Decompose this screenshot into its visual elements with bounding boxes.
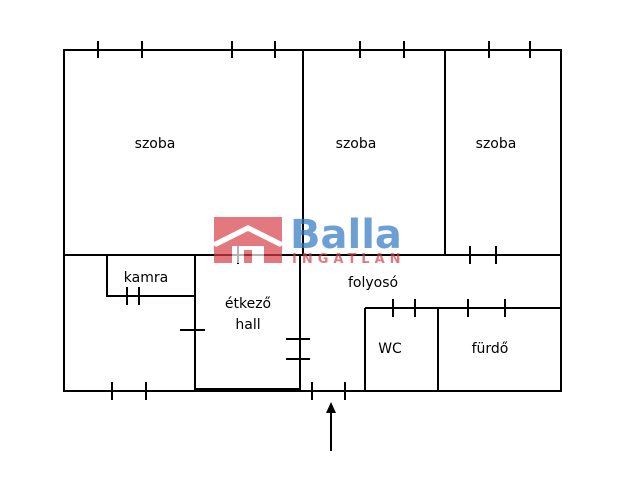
room-szoba-1-label: szoba xyxy=(135,136,176,152)
watermark-tagline: INGATLAN xyxy=(292,252,406,267)
room-labels: szoba szoba szoba kamra étkező hall foly… xyxy=(124,136,517,357)
room-szoba-2-label: szoba xyxy=(336,136,377,152)
opening-marks xyxy=(97,41,531,400)
room-folyoso-label: folyosó xyxy=(348,275,398,291)
watermark-brand: Balla xyxy=(290,212,402,258)
room-kamra-label: kamra xyxy=(124,270,168,286)
wall-kamra xyxy=(106,255,195,297)
room-hall-label: hall xyxy=(235,317,260,333)
room-etkezo-label: étkező xyxy=(225,296,271,312)
room-wc-label: WC xyxy=(378,341,402,357)
arrow-up-icon xyxy=(326,402,336,451)
room-furdo-label: fürdő xyxy=(472,341,509,357)
room-szoba-3-label: szoba xyxy=(476,136,517,152)
watermark: Balla INGATLAN xyxy=(212,212,406,267)
house-icon xyxy=(212,217,284,263)
